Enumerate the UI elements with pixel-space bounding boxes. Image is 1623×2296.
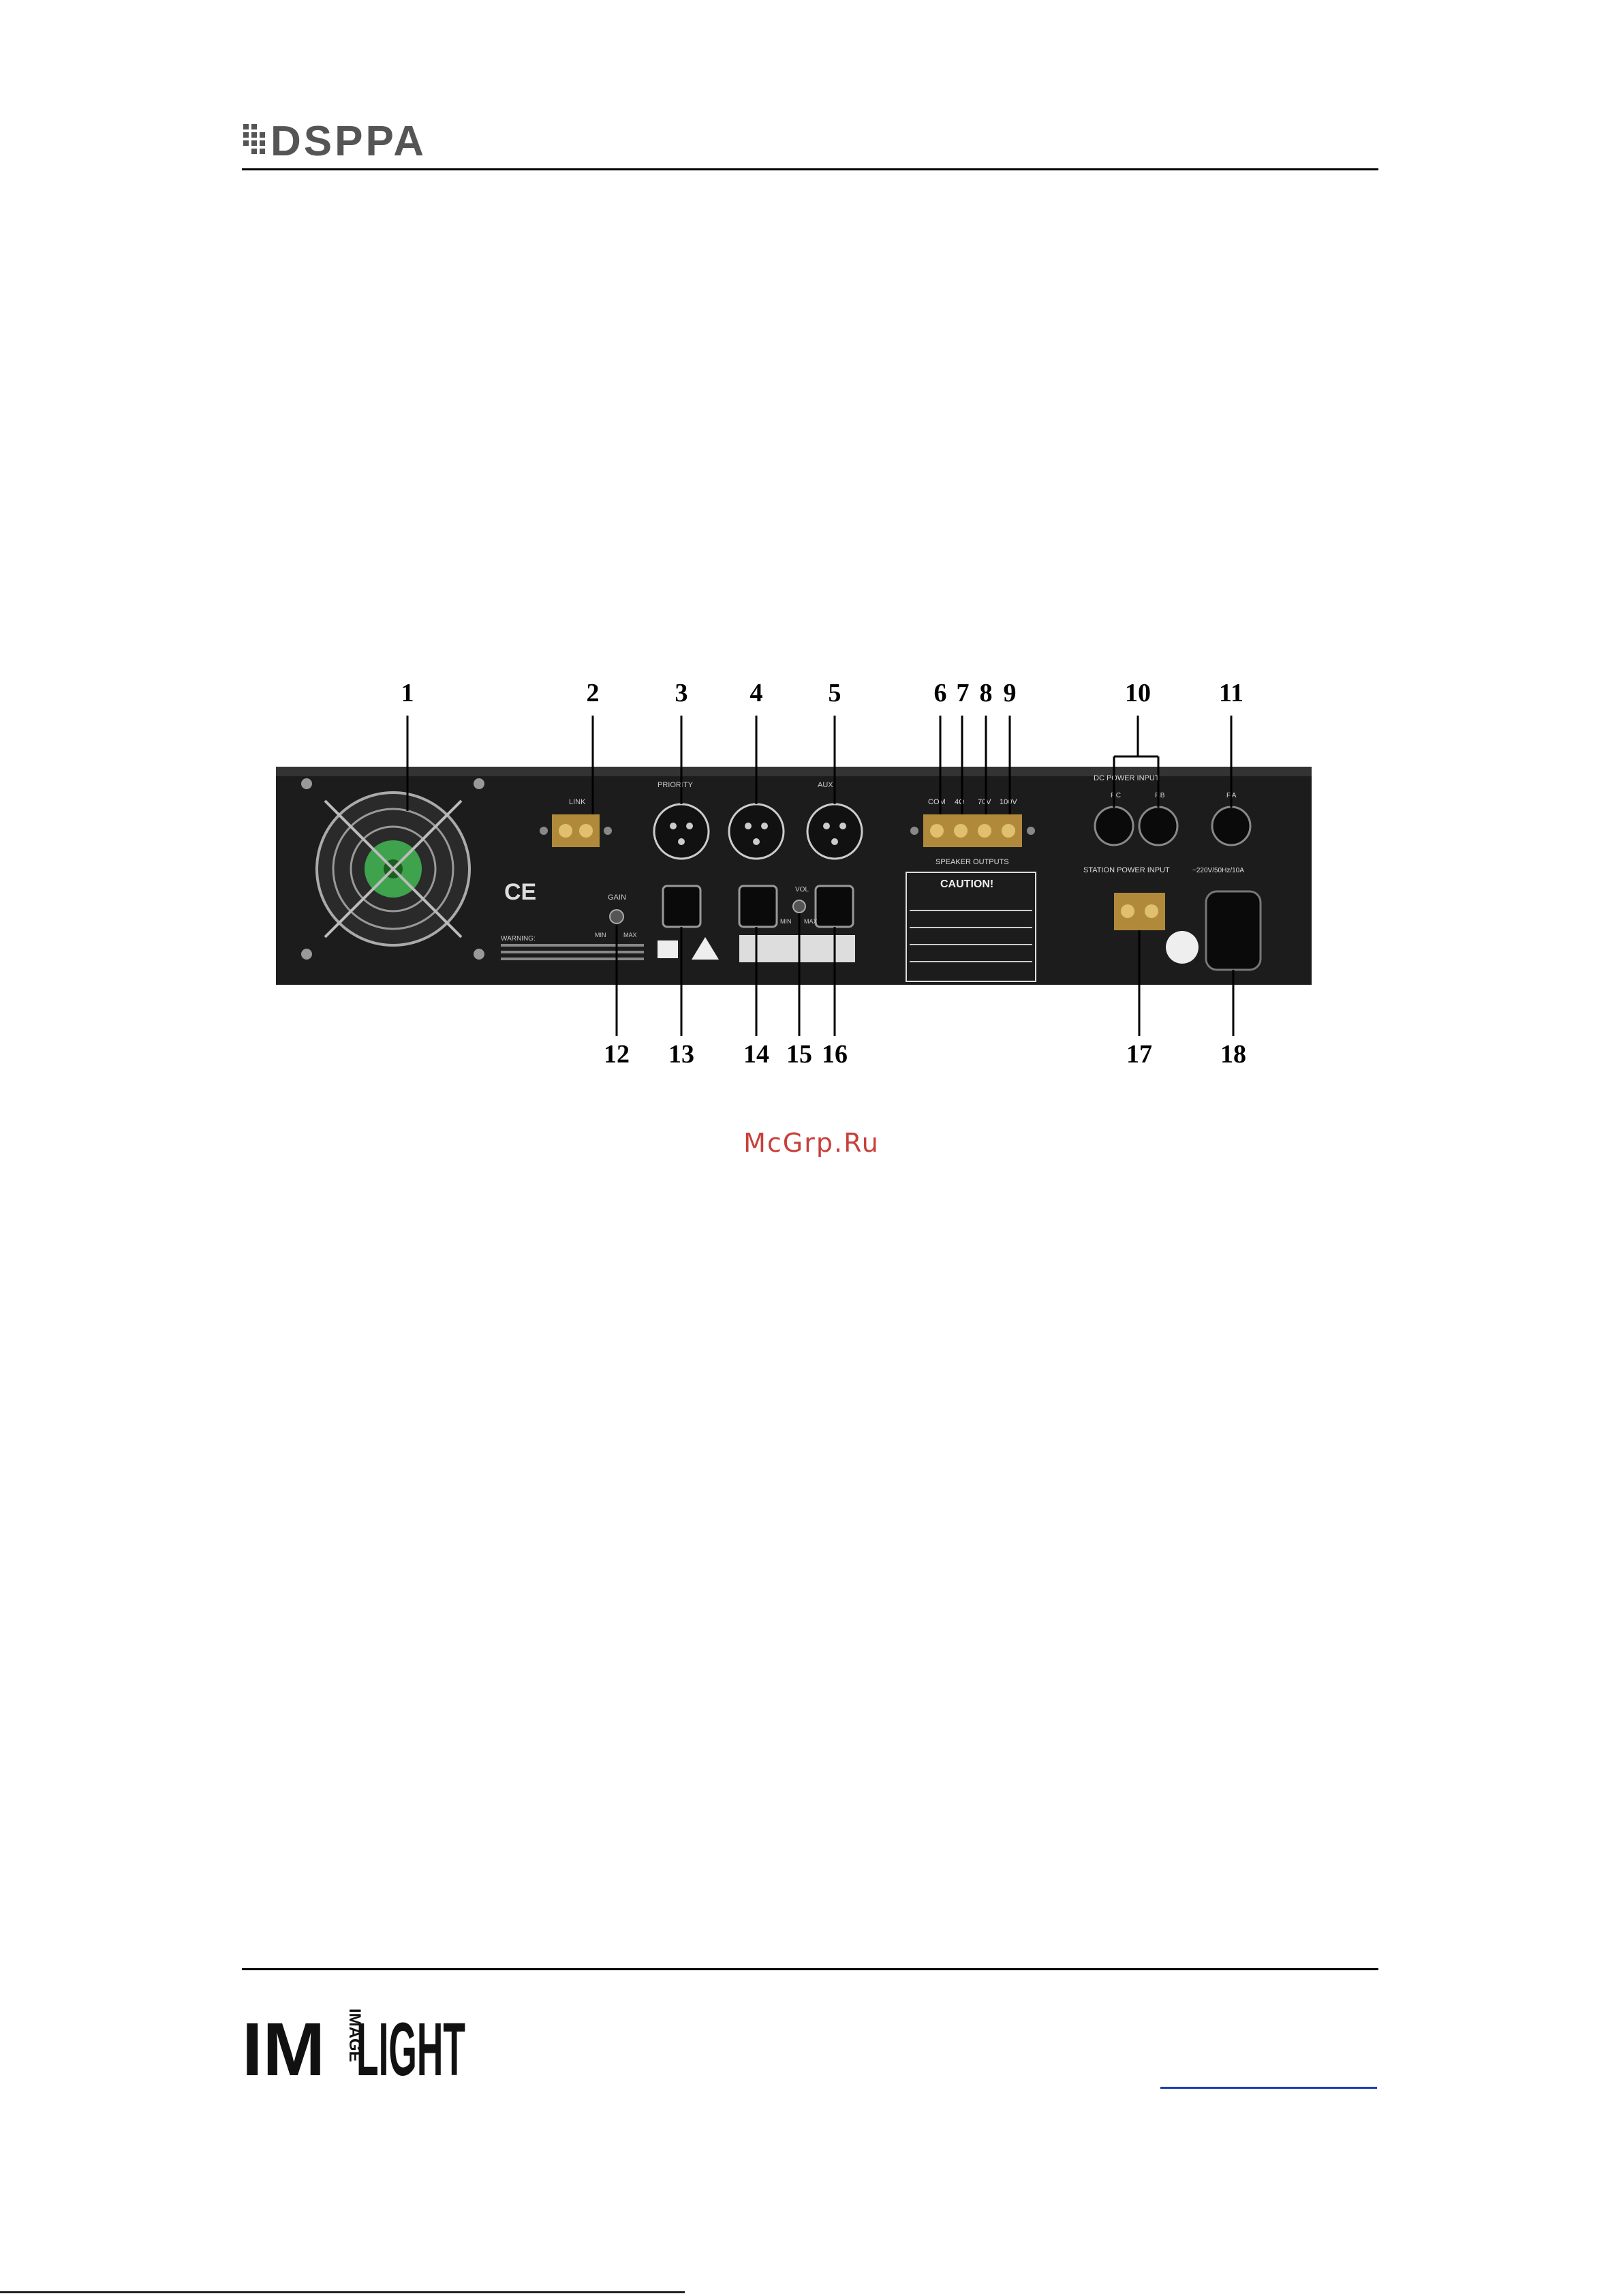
svg-text:F.B: F.B — [1155, 792, 1165, 799]
svg-text:VOL: VOL — [795, 886, 809, 893]
callout-6: 6 — [934, 678, 947, 708]
callout-1: 1 — [401, 678, 414, 708]
footer-link-underline[interactable] — [1160, 2087, 1377, 2089]
svg-text:CAUTION!: CAUTION! — [940, 878, 993, 890]
callout-17: 17 — [1126, 1039, 1152, 1069]
cooling-fan-icon — [301, 778, 484, 960]
svg-text:AUX: AUX — [818, 781, 833, 789]
callout-10: 10 — [1125, 678, 1151, 708]
callout-18: 18 — [1220, 1039, 1246, 1069]
svg-text:MIN: MIN — [595, 932, 606, 938]
svg-text:CE: CE — [504, 879, 536, 905]
callout-2: 2 — [587, 678, 600, 708]
svg-text:WARNING:: WARNING: — [501, 935, 536, 943]
svg-text:F.C: F.C — [1111, 792, 1121, 799]
svg-text:~220V/50Hz/10A: ~220V/50Hz/10A — [1192, 867, 1244, 874]
svg-text:100V: 100V — [1000, 798, 1017, 806]
page-bottom-line — [0, 2291, 685, 2293]
footer-rule — [242, 1968, 1378, 1970]
svg-text:STATION POWER INPUT: STATION POWER INPUT — [1083, 866, 1170, 874]
svg-text:SPEAKER OUTPUTS: SPEAKER OUTPUTS — [936, 858, 1009, 866]
callout-11: 11 — [1219, 678, 1243, 708]
header-rule — [242, 168, 1378, 170]
svg-text:LIGHT: LIGHT — [356, 2008, 465, 2082]
svg-text:DSPPA: DSPPA — [270, 118, 427, 164]
dsppa-logo: DSPPA — [242, 109, 487, 164]
svg-text:DC POWER INPUT: DC POWER INPUT — [1094, 774, 1160, 782]
callout-12: 12 — [604, 1039, 630, 1069]
callout-5: 5 — [829, 678, 841, 708]
svg-text:GAIN: GAIN — [608, 893, 626, 902]
svg-text:LINK: LINK — [569, 798, 586, 806]
callout-15: 15 — [786, 1039, 812, 1069]
svg-text:IM: IM — [242, 2008, 325, 2082]
svg-text:MAX: MAX — [804, 918, 818, 925]
callout-4: 4 — [750, 678, 763, 708]
imagelight-logo: IM IMAGE LIGHT — [242, 2000, 467, 2082]
svg-text:MIN: MIN — [780, 918, 792, 925]
callout-8: 8 — [980, 678, 993, 708]
svg-text:70V: 70V — [978, 798, 991, 806]
svg-text:MAX: MAX — [623, 932, 637, 938]
watermark-text: McGrp.Ru — [0, 1128, 1623, 1158]
svg-text:PRIORITY: PRIORITY — [658, 781, 694, 789]
callout-9: 9 — [1004, 678, 1017, 708]
callout-16: 16 — [822, 1039, 848, 1069]
callout-3: 3 — [675, 678, 688, 708]
callout-7: 7 — [957, 678, 970, 708]
rear-panel-figure: CE WARNING: LINK GAIN MIN MAX PRIORITY A… — [276, 675, 1312, 1084]
callout-14: 14 — [743, 1039, 769, 1069]
svg-text:COM: COM — [928, 798, 946, 806]
callout-13: 13 — [668, 1039, 694, 1069]
